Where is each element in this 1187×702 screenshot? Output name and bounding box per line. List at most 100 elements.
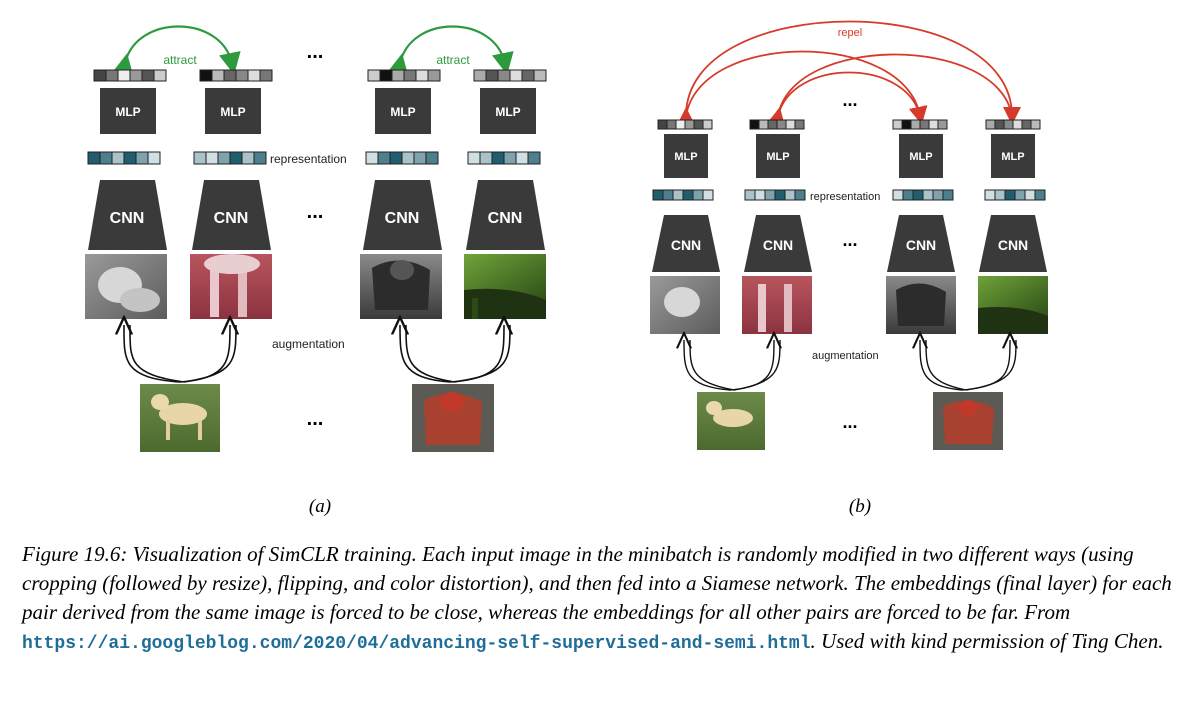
- mlp-block: MLP: [480, 88, 536, 134]
- svg-text:CNN: CNN: [763, 237, 793, 253]
- ellipsis-cnn: ...: [307, 201, 324, 223]
- svg-text:MLP: MLP: [220, 105, 245, 119]
- repel-arrow: [767, 71, 927, 127]
- augmentation-arrow: [400, 325, 451, 383]
- augmented-dog-gray: [650, 276, 720, 334]
- attract-label-right: attract: [436, 53, 470, 67]
- embedding-vector: [892, 119, 948, 130]
- representation-label-a: representation: [270, 152, 347, 166]
- figure-caption: Figure 19.6: Visualization of SimCLR tra…: [22, 540, 1172, 659]
- embedding-vector: [749, 119, 805, 130]
- augmentation-arrow: [729, 340, 774, 391]
- augmentation-arrow: [405, 324, 455, 383]
- augmentation-arrow: [733, 339, 781, 391]
- svg-text:MLP: MLP: [115, 105, 140, 119]
- source-image-chair: [933, 392, 1003, 450]
- ellipsis-bottom-b: ...: [842, 412, 857, 432]
- svg-text:CNN: CNN: [214, 210, 249, 227]
- svg-text:MLP: MLP: [495, 105, 520, 119]
- caption-text-end: . Used with kind permission of Ting Chen…: [810, 629, 1164, 653]
- simclr-figure: attract attract ... MLP MLP MLP MLP repr…: [85, 20, 1048, 517]
- representation-vector: [467, 151, 541, 165]
- augmented-dog-red: [190, 254, 272, 319]
- cnn-block: CNN: [363, 180, 442, 250]
- svg-text:CNN: CNN: [906, 237, 936, 253]
- representation-vector: [744, 189, 806, 201]
- representation-vector: [87, 151, 161, 165]
- representation-vector: [365, 151, 439, 165]
- svg-text:CNN: CNN: [671, 237, 701, 253]
- panel-a-label: (a): [309, 496, 331, 517]
- augmented-dog-red: [742, 276, 812, 334]
- ellipsis-cnn-b: ...: [842, 230, 857, 250]
- embedding-vector: [199, 69, 273, 82]
- cnn-block: CNN: [88, 180, 167, 250]
- attract-label-left: attract: [163, 53, 197, 67]
- source-image-dog: [140, 384, 220, 452]
- augmented-chair-green: [464, 254, 546, 319]
- embedding-vector: [473, 69, 547, 82]
- cnn-block: CNN: [652, 215, 720, 272]
- source-image-dog: [697, 392, 765, 450]
- augmentation-arrow: [129, 324, 185, 383]
- ellipsis-top: ...: [307, 41, 324, 63]
- augmented-chair-gray: [886, 276, 956, 334]
- mlp-block: MLP: [100, 88, 156, 134]
- svg-text:CNN: CNN: [385, 210, 420, 227]
- mlp-block: MLP: [664, 134, 708, 178]
- augmentation-arrow: [961, 340, 1010, 391]
- svg-text:MLP: MLP: [766, 151, 789, 163]
- repel-label: repel: [838, 27, 862, 39]
- mlp-block: MLP: [756, 134, 800, 178]
- repel-arrow: [685, 50, 928, 125]
- cnn-block: CNN: [744, 215, 812, 272]
- augmentation-arrow: [449, 325, 504, 383]
- augmentation-arrow: [965, 339, 1017, 391]
- caption-link[interactable]: https://ai.googleblog.com/2020/04/advanc…: [22, 634, 811, 654]
- mlp-block: MLP: [205, 88, 261, 134]
- cnn-block: CNN: [192, 180, 271, 250]
- augmentation-arrow: [684, 340, 731, 391]
- attract-arrow-right: [387, 25, 514, 77]
- augmentation-arrow: [453, 324, 511, 383]
- svg-text:MLP: MLP: [909, 151, 932, 163]
- augmentation-label-a: augmentation: [272, 337, 345, 351]
- repel-arrow: [676, 20, 1021, 126]
- representation-vector: [892, 189, 954, 201]
- augmentation-arrow: [124, 325, 181, 383]
- cnn-block: CNN: [979, 215, 1047, 272]
- cnn-block: CNN: [466, 180, 545, 250]
- representation-vector: [193, 151, 267, 165]
- svg-text:MLP: MLP: [1001, 151, 1024, 163]
- embedding-vector: [657, 119, 713, 130]
- augmented-dog-gray: [85, 254, 167, 319]
- representation-label-b: representation: [810, 191, 880, 203]
- augmentation-label-b: augmentation: [812, 350, 879, 362]
- augmentation-arrow: [920, 340, 963, 391]
- embedding-vector: [93, 69, 167, 82]
- panel-b-label: (b): [849, 496, 871, 517]
- augmented-chair-gray: [360, 254, 442, 319]
- attract-arrow-left: [112, 25, 241, 77]
- svg-text:CNN: CNN: [488, 210, 523, 227]
- embedding-vector: [367, 69, 441, 82]
- mlp-block: MLP: [375, 88, 431, 134]
- mlp-block: MLP: [991, 134, 1035, 178]
- augmentation-arrow: [183, 324, 237, 383]
- repel-arrow: [767, 53, 1013, 127]
- embedding-vector: [985, 119, 1041, 130]
- representation-vector: [984, 189, 1046, 201]
- augmentation-arrow: [689, 339, 735, 391]
- augmentation-arrow: [925, 339, 967, 391]
- svg-text:CNN: CNN: [998, 237, 1028, 253]
- ellipsis-bottom: ...: [307, 408, 324, 430]
- ellipsis-top-b: ...: [842, 90, 857, 110]
- svg-text:MLP: MLP: [674, 151, 697, 163]
- panel-b: repel ... MLP MLP MLP MLP representation: [650, 20, 1048, 517]
- caption-text: Figure 19.6: Visualization of SimCLR tra…: [22, 542, 1172, 624]
- panel-a: attract attract ... MLP MLP MLP MLP repr…: [85, 25, 547, 517]
- representation-vector: [652, 189, 714, 201]
- source-image-chair: [412, 384, 494, 452]
- cnn-block: CNN: [887, 215, 955, 272]
- svg-text:CNN: CNN: [110, 210, 145, 227]
